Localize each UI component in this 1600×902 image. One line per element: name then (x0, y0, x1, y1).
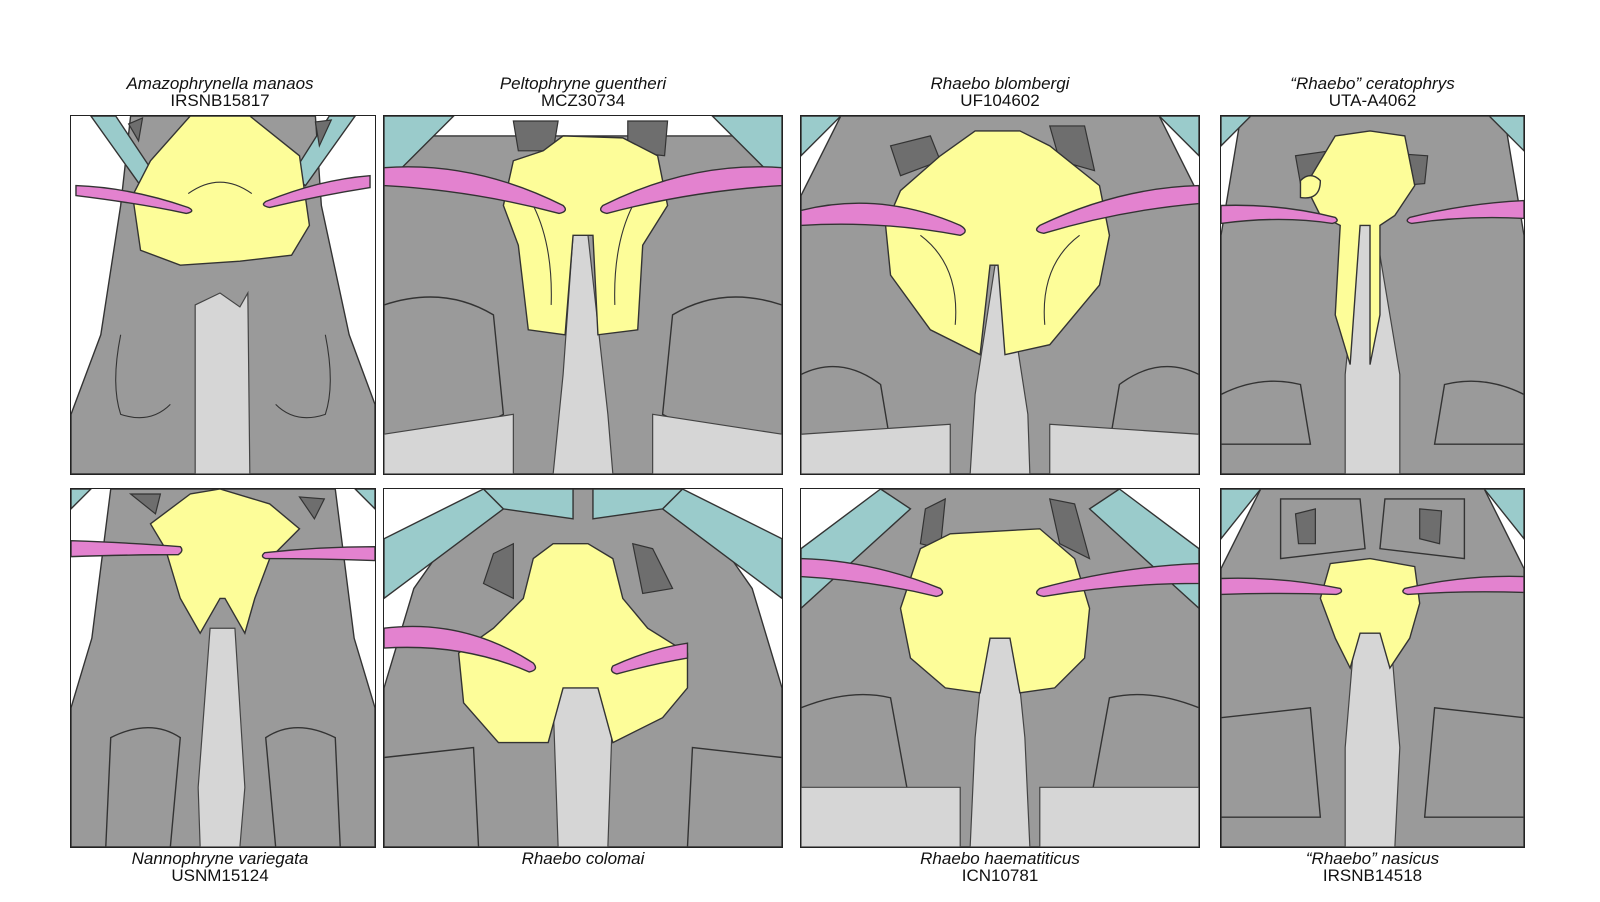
panel-label-amazophrynella: Amazophrynella manaos IRSNB15817 (70, 75, 370, 109)
species-name: “Rhaebo” ceratophrys (1290, 74, 1455, 93)
skull-panel-nannophryne (70, 488, 376, 848)
species-name: Nannophryne variegata (131, 849, 309, 868)
panel-label-rhaebo-blombergi: Rhaebo blombergi UF104602 (800, 75, 1200, 109)
panel-label-rhaebo-haematiticus: Rhaebo haematiticus ICN10781 (800, 850, 1200, 884)
species-name: Peltophryne guentheri (499, 74, 667, 93)
specimen-id: USNM15124 (171, 866, 269, 885)
species-name: Amazophrynella manaos (126, 74, 314, 93)
skull-panel-rhaebo-nasicus (1220, 488, 1525, 848)
species-name: Rhaebo haematiticus (920, 849, 1080, 868)
skull-panel-peltophryne (383, 115, 783, 475)
species-name: Rhaebo blombergi (930, 74, 1070, 93)
specimen-id: MCZ30734 (540, 91, 626, 110)
species-name: Rhaebo colomai (521, 849, 645, 868)
panel-label-rhaebo-ceratophrys: “Rhaebo” ceratophrys UTA-A4062 (1220, 75, 1525, 109)
panel-label-peltophryne: Peltophryne guentheri MCZ30734 (383, 75, 783, 109)
skull-panel-rhaebo-ceratophrys (1220, 115, 1525, 475)
specimen-id: UF104602 (960, 91, 1040, 110)
skull-panel-amazophrynella (70, 115, 376, 475)
skull-panel-rhaebo-haematiticus (800, 488, 1200, 848)
skull-panel-rhaebo-colomai (383, 488, 783, 848)
specimen-id: ICN10781 (961, 866, 1039, 885)
panel-label-rhaebo-nasicus: “Rhaebo” nasicus IRSNB14518 (1220, 850, 1525, 884)
skull-panel-rhaebo-blombergi (800, 115, 1200, 475)
specimen-id: IRSNB15817 (170, 91, 270, 110)
panel-label-rhaebo-colomai: Rhaebo colomai (383, 850, 783, 867)
panel-label-nannophryne: Nannophryne variegata USNM15124 (70, 850, 370, 884)
species-name: “Rhaebo” nasicus (1305, 849, 1440, 868)
specimen-id: UTA-A4062 (1328, 91, 1417, 110)
specimen-id: IRSNB14518 (1322, 866, 1423, 885)
